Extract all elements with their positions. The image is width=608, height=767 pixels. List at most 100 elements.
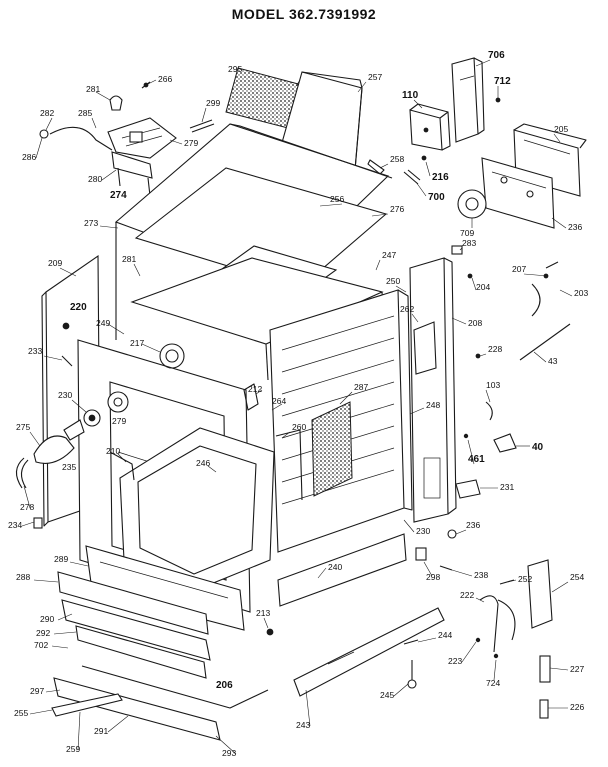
label-210: 210 xyxy=(106,446,120,456)
label-233: 233 xyxy=(28,346,42,356)
label-288: 288 xyxy=(16,572,30,582)
label-279-top: 279 xyxy=(184,138,198,148)
manifold-part-706 xyxy=(451,57,485,143)
label-204: 204 xyxy=(476,282,490,292)
label-282: 282 xyxy=(40,108,54,118)
screw-part-266 xyxy=(141,81,151,89)
label-245: 245 xyxy=(380,690,394,700)
label-252: 252 xyxy=(518,574,532,584)
grommet-part-236b xyxy=(447,529,457,539)
label-283: 283 xyxy=(462,238,476,248)
label-254: 254 xyxy=(570,572,584,582)
label-243: 243 xyxy=(296,720,310,730)
label-43: 43 xyxy=(548,356,558,366)
pan-part-290 xyxy=(61,599,211,661)
burner-part-217 xyxy=(159,343,185,369)
label-259: 259 xyxy=(66,744,80,754)
screw-part-228 xyxy=(475,353,481,359)
label-260: 260 xyxy=(292,422,306,432)
hinge-part-254 xyxy=(527,559,553,629)
label-286: 286 xyxy=(22,152,36,162)
label-216: 216 xyxy=(432,172,449,183)
label-249: 249 xyxy=(96,318,110,328)
screw-part-204 xyxy=(467,273,473,279)
label-275: 275 xyxy=(16,422,30,432)
label-293: 293 xyxy=(222,748,236,758)
plug-part-234 xyxy=(33,517,43,529)
cord-part-203 xyxy=(531,261,559,317)
label-207: 207 xyxy=(512,264,526,274)
label-298: 298 xyxy=(426,572,440,582)
label-248: 248 xyxy=(426,400,440,410)
bracket-part-231 xyxy=(455,479,481,499)
label-273: 273 xyxy=(84,218,98,228)
spreader-part-275 xyxy=(33,435,75,464)
label-228: 228 xyxy=(488,344,502,354)
base-part-293 xyxy=(81,665,269,709)
clip-part-233 xyxy=(61,355,73,367)
broiler-drawer-part-289 xyxy=(85,545,245,631)
bracket-part-262 xyxy=(413,321,437,375)
orifice-part-235 xyxy=(63,419,85,441)
label-724: 724 xyxy=(486,678,500,688)
label-246: 246 xyxy=(196,458,210,468)
hinge-part-227 xyxy=(539,655,551,683)
bracket-part-213 xyxy=(266,628,274,636)
label-291: 291 xyxy=(94,726,108,736)
label-206: 206 xyxy=(216,680,233,691)
label-297: 297 xyxy=(30,686,44,696)
label-217: 217 xyxy=(130,338,144,348)
label-281-top: 281 xyxy=(86,84,100,94)
panel-part-292 xyxy=(75,625,207,679)
bracket-part-40 xyxy=(493,433,517,453)
label-213: 213 xyxy=(256,608,270,618)
leader-lines xyxy=(21,59,573,755)
label-236-top: 236 xyxy=(568,222,582,232)
clip-part-281 xyxy=(109,95,123,111)
label-236-bottom: 236 xyxy=(466,520,480,530)
label-278: 278 xyxy=(20,502,34,512)
label-292: 292 xyxy=(36,628,50,638)
screw-part-461 xyxy=(463,433,469,439)
drawer-rail-part-240 xyxy=(277,533,407,607)
label-266: 266 xyxy=(158,74,172,84)
label-264: 264 xyxy=(272,396,286,406)
label-220: 220 xyxy=(70,302,87,313)
label-255: 255 xyxy=(14,708,28,718)
screw-part-216 xyxy=(421,155,427,161)
label-256: 256 xyxy=(330,194,344,204)
rail-part-259 xyxy=(51,693,123,717)
clip-part-238 xyxy=(439,565,453,571)
label-700: 700 xyxy=(428,192,445,203)
label-230-left: 230 xyxy=(58,390,72,400)
grommet-part-283 xyxy=(451,245,463,255)
label-287: 287 xyxy=(354,382,368,392)
screw-part-223 xyxy=(475,637,481,643)
label-227: 227 xyxy=(570,664,584,674)
handle-part-243 xyxy=(293,607,445,697)
pin-part-299 xyxy=(189,119,215,133)
side-panel-part-208 xyxy=(409,257,457,523)
label-281-mid: 281 xyxy=(122,254,136,264)
label-290: 290 xyxy=(40,614,54,624)
air-shutter-part-709 xyxy=(457,189,487,219)
label-257: 257 xyxy=(368,72,382,82)
hinge-pin-part-226 xyxy=(539,699,549,719)
label-40: 40 xyxy=(532,442,544,453)
screw-part-712 xyxy=(495,97,501,103)
label-709: 709 xyxy=(460,228,474,238)
rod-part-43 xyxy=(519,323,571,361)
label-203: 203 xyxy=(574,288,588,298)
label-295: 295 xyxy=(228,64,242,74)
thermostat-bulb-part-260 xyxy=(275,429,303,501)
label-702: 702 xyxy=(34,640,48,650)
igniter-part-279 xyxy=(107,391,129,413)
label-212: 212 xyxy=(248,384,262,394)
label-706: 706 xyxy=(488,50,505,61)
label-205: 205 xyxy=(554,124,568,134)
label-209: 209 xyxy=(48,258,62,268)
hose-part-278 xyxy=(15,457,29,489)
label-208: 208 xyxy=(468,318,482,328)
clip-part-700 xyxy=(403,169,421,185)
